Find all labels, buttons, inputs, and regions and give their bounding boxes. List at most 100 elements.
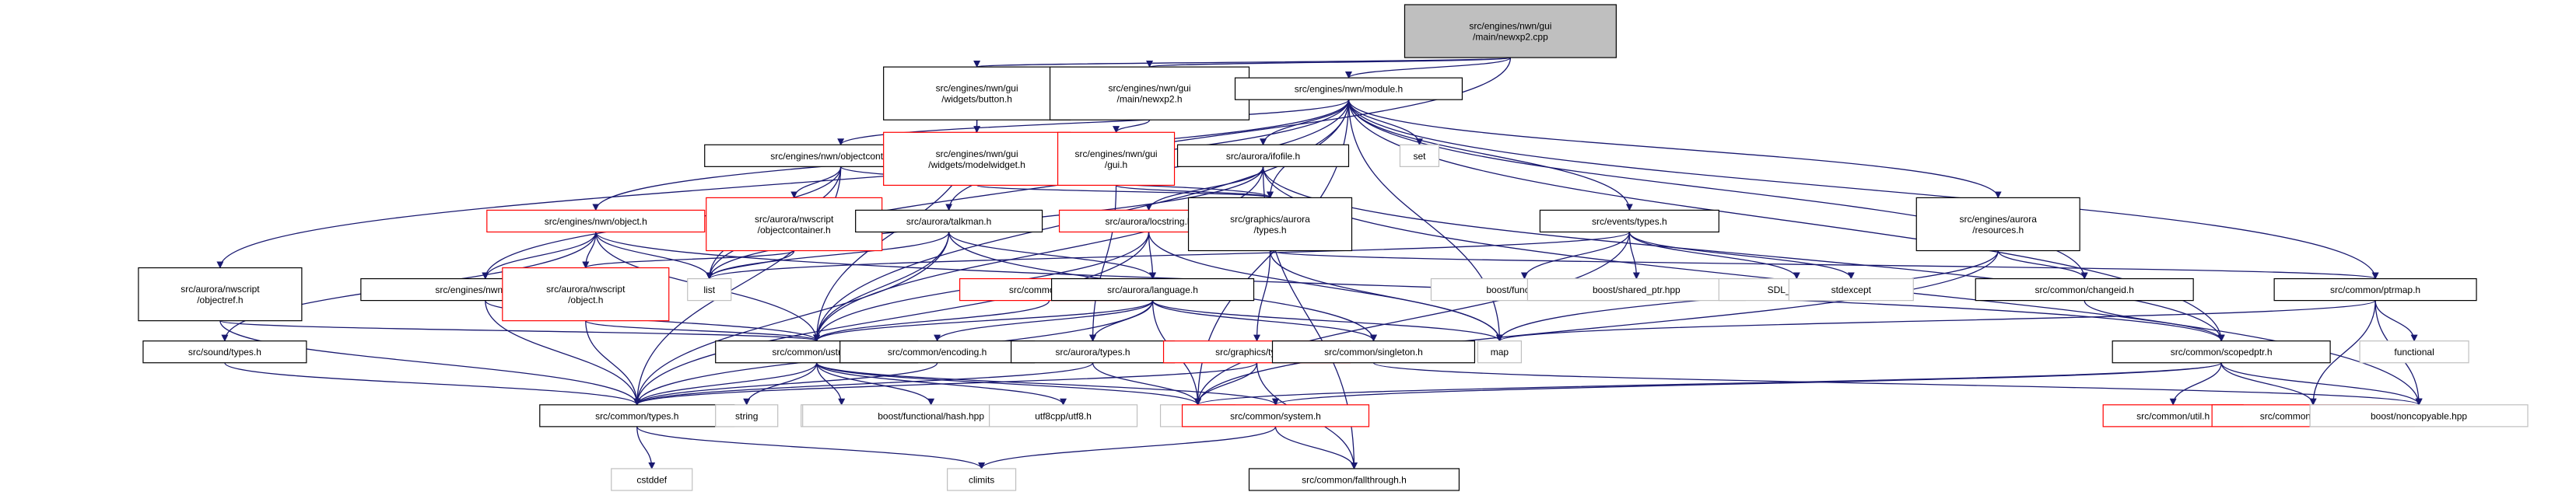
node-box-guih xyxy=(1057,131,1176,186)
dependency-nodes: src/engines/nwn/gui/main/newxp2.cppsrc/e… xyxy=(138,4,2529,491)
node-label-common_types: src/common/types.h xyxy=(595,410,678,421)
node-box-list xyxy=(687,277,732,302)
node-label-nwscript_object: src/aurora/nwscript xyxy=(546,284,626,295)
node-box-nwnobject xyxy=(486,209,706,233)
node-box-gfx_aurora_types xyxy=(1187,197,1353,252)
node-box-climits xyxy=(947,468,1017,491)
node-box-newxp2h xyxy=(1049,66,1250,120)
node-sound_types[interactable]: src/sound/types.h xyxy=(142,340,307,364)
node-label-climits: climits xyxy=(969,474,994,485)
node-common_types[interactable]: src/common/types.h xyxy=(539,404,735,427)
edge-ptrmap-to-functional xyxy=(2374,300,2418,342)
node-nwscript_object[interactable]: src/aurora/nwscript/object.h xyxy=(502,267,670,322)
node-box-root xyxy=(1404,4,1617,58)
node-label-utf8: utf8cpp/utf8.h xyxy=(1035,410,1092,421)
node-ifofile[interactable]: src/aurora/ifofile.h xyxy=(1176,144,1350,167)
edge-nwscript_oc-to-nwscript_object xyxy=(582,249,795,269)
edge-aurora_types-to-vector xyxy=(1092,362,1201,406)
node-label-root: src/engines/nwn/gui xyxy=(1469,21,1551,32)
node-label-aurora_resources: src/engines/aurora xyxy=(1960,214,2038,225)
node-changeid[interactable]: src/common/changeid.h xyxy=(1975,277,2194,302)
node-box-module xyxy=(1234,77,1463,100)
edge-objectref-to-ustring xyxy=(219,320,820,342)
edge-common_types-to-cstddef xyxy=(636,426,656,469)
edge-nwnobject-to-nwn_types xyxy=(482,232,597,280)
edge-nwnobject-to-list xyxy=(595,232,713,280)
edge-objectcontainer-to-nwscript_oc xyxy=(790,166,842,199)
node-language[interactable]: src/aurora/language.h xyxy=(1050,277,1255,302)
node-singleton[interactable]: src/common/singleton.h xyxy=(1271,340,1476,364)
node-utf8[interactable]: utf8cpp/utf8.h xyxy=(989,404,1138,427)
node-box-button xyxy=(883,66,1071,120)
node-label-stdexcept: stdexcept xyxy=(1831,284,1872,295)
node-fallthrough[interactable]: src/common/fallthrough.h xyxy=(1248,468,1460,491)
node-boost_shared_ptr[interactable]: boost/shared_ptr.hpp xyxy=(1526,277,1746,302)
node-nwscript_oc[interactable]: src/aurora/nwscript/objectcontainer.h xyxy=(706,197,883,252)
edge-module-to-set xyxy=(1348,99,1423,146)
edge-root-to-newxp2h xyxy=(1146,57,1512,68)
node-string[interactable]: string xyxy=(715,404,779,427)
node-talkman[interactable]: src/aurora/talkman.h xyxy=(855,209,1043,233)
node-functional[interactable]: functional xyxy=(2359,340,2469,364)
node-box-sound_types xyxy=(142,340,307,364)
node-box-nwscript_object xyxy=(502,267,670,322)
node-aurora_types[interactable]: src/aurora/types.h xyxy=(1011,340,1176,364)
node-label-aurora_resources: /resources.h xyxy=(1972,225,2024,236)
node-encoding[interactable]: src/common/encoding.h xyxy=(839,340,1036,364)
node-label-button: /widgets/button.h xyxy=(941,94,1012,105)
node-label-noncopyable: boost/noncopyable.hpp xyxy=(2371,410,2467,421)
node-label-button: src/engines/nwn/gui xyxy=(936,83,1018,94)
node-button[interactable]: src/engines/nwn/gui/widgets/button.h xyxy=(883,66,1071,120)
node-stdexcept[interactable]: stdexcept xyxy=(1788,277,1914,302)
node-objectref[interactable]: src/aurora/nwscript/objectref.h xyxy=(138,267,303,322)
edge-scopedptr-to-deallocator xyxy=(2220,362,2317,406)
node-box-changeid xyxy=(1975,277,2194,302)
node-climits[interactable]: climits xyxy=(947,468,1017,491)
node-label-nwscript_object: /object.h xyxy=(568,295,603,305)
node-label-ustring: src/common/ustring.h xyxy=(772,347,861,358)
edge-talkman-to-ustring xyxy=(813,232,950,342)
node-cstddef[interactable]: cstddef xyxy=(611,468,693,491)
edge-aurora_resources-to-changeid xyxy=(1997,250,2088,280)
node-ptrmap[interactable]: src/common/ptrmap.h xyxy=(2273,277,2477,302)
node-label-modelwidget: /widgets/modelwidget.h xyxy=(928,159,1025,170)
node-box-fallthrough xyxy=(1248,468,1460,491)
edge-system-to-climits xyxy=(978,426,1277,469)
node-modelwidget[interactable]: src/engines/nwn/gui/widgets/modelwidget.… xyxy=(883,131,1071,186)
node-map[interactable]: map xyxy=(1477,340,1523,364)
node-scopedptr[interactable]: src/common/scopedptr.h xyxy=(2112,340,2331,364)
node-gfx_aurora_types[interactable]: src/graphics/aurora/types.h xyxy=(1187,197,1353,252)
node-nwnobject[interactable]: src/engines/nwn/object.h xyxy=(486,209,706,233)
edge-scopedptr-to-noncopyable xyxy=(2220,362,2423,406)
node-guih[interactable]: src/engines/nwn/gui/gui.h xyxy=(1057,131,1176,186)
node-label-guih: /gui.h xyxy=(1105,159,1127,170)
node-box-language xyxy=(1050,277,1255,302)
node-list[interactable]: list xyxy=(687,277,732,302)
node-label-newxp2h: src/engines/nwn/gui xyxy=(1109,83,1191,94)
node-aurora_resources[interactable]: src/engines/aurora/resources.h xyxy=(1915,197,2080,252)
node-newxp2h[interactable]: src/engines/nwn/gui/main/newxp2.h xyxy=(1049,66,1250,120)
node-label-gfx_aurora_types: /types.h xyxy=(1253,225,1286,236)
edge-scopedptr-to-system xyxy=(1272,362,2222,406)
edge-ustring-to-sstream xyxy=(816,362,846,406)
node-box-ifofile xyxy=(1176,144,1350,167)
node-noncopyable[interactable]: boost/noncopyable.hpp xyxy=(2309,404,2529,427)
node-set[interactable]: set xyxy=(1399,144,1440,167)
edge-events_types-to-list xyxy=(706,231,1631,280)
edge-ustring-to-vector xyxy=(816,362,1201,406)
node-box-aurora_resources xyxy=(1915,197,2080,252)
node-module[interactable]: src/engines/nwn/module.h xyxy=(1234,77,1463,100)
node-box-scopedptr xyxy=(2112,340,2331,364)
edge-system-to-fallthrough xyxy=(1274,426,1358,469)
node-label-ifofile: src/aurora/ifofile.h xyxy=(1226,151,1300,162)
node-box-events_types xyxy=(1539,209,1719,233)
edge-ustring-to-common_types xyxy=(633,362,818,406)
node-system[interactable]: src/common/system.h xyxy=(1181,404,1370,427)
node-events_types[interactable]: src/events/types.h xyxy=(1539,209,1719,233)
node-box-talkman xyxy=(855,209,1043,233)
node-root[interactable]: src/engines/nwn/gui/main/newxp2.cpp xyxy=(1404,4,1617,58)
edge-talkman-to-common_types xyxy=(633,232,950,406)
node-label-guih: src/engines/nwn/gui xyxy=(1075,148,1158,159)
node-label-scopedptr: src/common/scopedptr.h xyxy=(2171,347,2273,358)
edge-scopedptr-to-util xyxy=(2169,362,2222,406)
